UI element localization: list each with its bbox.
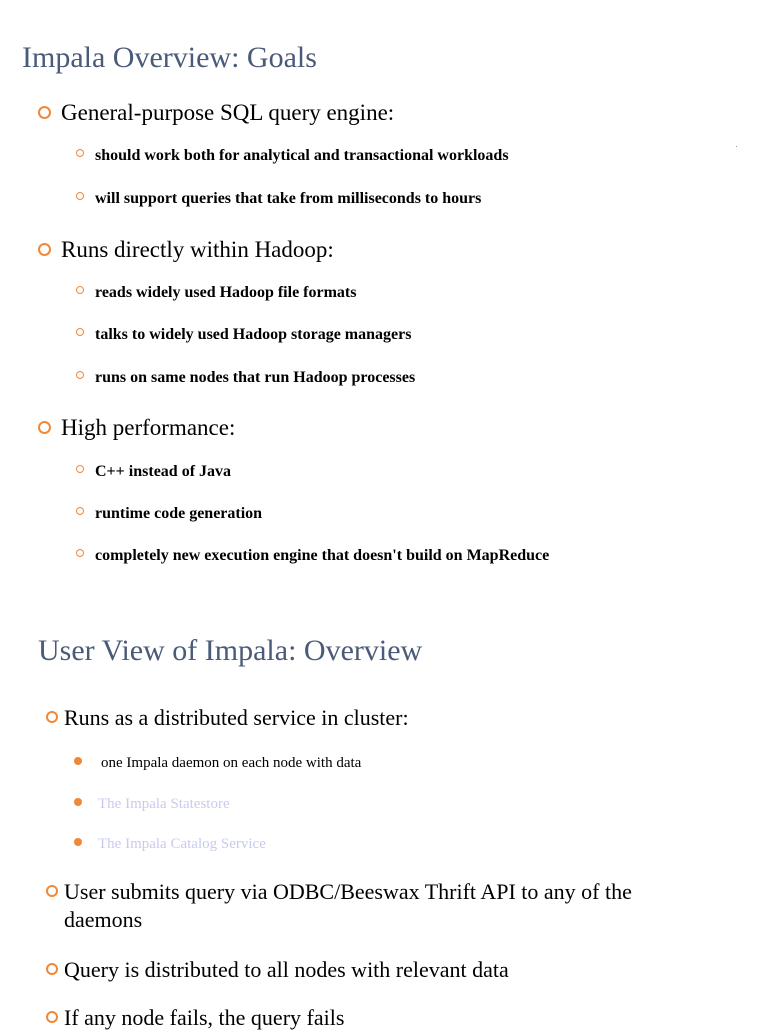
- ring-bullet-icon: [38, 106, 51, 119]
- slide-title: Impala Overview: Goals: [22, 41, 317, 74]
- slide-title: User View of Impala: Overview: [38, 634, 423, 667]
- ring-bullet-icon: [76, 149, 84, 157]
- dot-bullet-icon: [74, 757, 82, 765]
- sub-bullet-label: reads widely used Hadoop file formats: [95, 284, 357, 301]
- ring-bullet-icon: [38, 421, 51, 434]
- slide-user-view: User View of Impala: Overview Runs as a …: [0, 600, 768, 1030]
- bullet-label: High performance:: [61, 415, 236, 440]
- ring-bullet-icon: [76, 549, 84, 557]
- sub-bullet-label: The Impala Catalog Service: [98, 836, 266, 852]
- dot-bullet-icon: [74, 838, 82, 846]
- ring-bullet-icon: [76, 192, 84, 200]
- ring-bullet-icon: [38, 243, 51, 256]
- bullet-label: Runs as a distributed service in cluster…: [64, 705, 409, 730]
- bullet-label: Runs directly within Hadoop:: [61, 237, 334, 262]
- ring-bullet-icon: [46, 711, 58, 723]
- ring-bullet-icon: [46, 963, 58, 975]
- sub-bullet-label: one Impala daemon on each node with data: [101, 755, 362, 771]
- sub-bullet-label: runs on same nodes that run Hadoop proce…: [95, 369, 416, 386]
- sub-bullet-label: C++ instead of Java: [95, 463, 232, 480]
- bullet-label: General-purpose SQL query engine:: [61, 100, 395, 125]
- ring-bullet-icon: [76, 371, 84, 379]
- bullet-label: Query is distributed to all nodes with r…: [64, 957, 509, 982]
- sub-bullet-label: runtime code generation: [95, 505, 263, 522]
- ring-bullet-icon: [76, 286, 84, 294]
- ring-bullet-icon: [46, 1011, 58, 1023]
- bullet-label: User submits query via ODBC/Beeswax Thri…: [64, 879, 632, 932]
- stray-mark: [736, 146, 737, 147]
- sub-bullet-label: talks to widely used Hadoop storage mana…: [95, 326, 412, 343]
- bullet-label: If any node fails, the query fails: [64, 1005, 345, 1030]
- dot-bullet-icon: [74, 798, 82, 806]
- ring-bullet-icon: [76, 507, 84, 515]
- ring-bullet-icon: [76, 465, 84, 473]
- sub-bullet-label: The Impala Statestore: [98, 796, 230, 812]
- sub-bullet-label: will support queries that take from mill…: [95, 190, 482, 207]
- ring-bullet-icon: [76, 328, 84, 336]
- sub-bullet-label: completely new execution engine that doe…: [95, 547, 550, 564]
- slide-impala-goals: Impala Overview: Goals General-purpose S…: [22, 41, 737, 564]
- ring-bullet-icon: [46, 885, 58, 897]
- sub-bullet-label: should work both for analytical and tran…: [95, 147, 509, 164]
